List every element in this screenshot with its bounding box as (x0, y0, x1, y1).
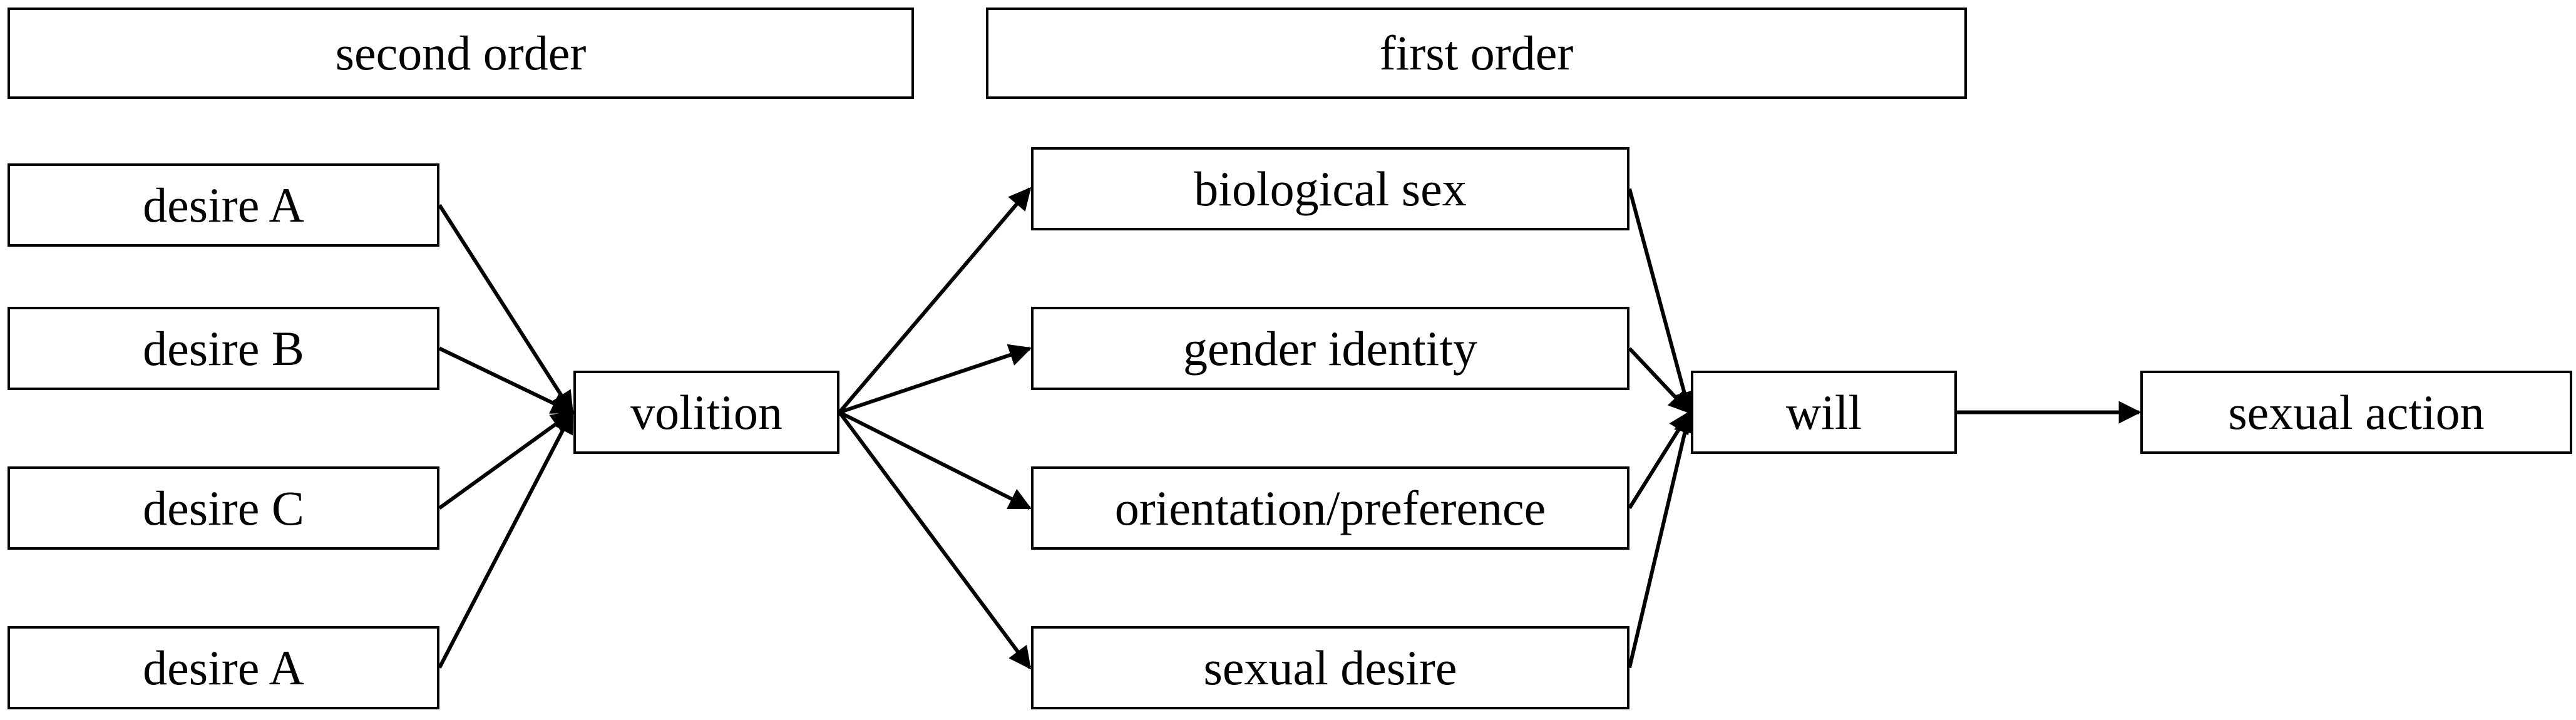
edge-desire_b-to-volition (438, 346, 575, 414)
edge-sexual_desire-to-will (1628, 409, 1696, 669)
first-order-header: first order (986, 8, 1967, 99)
edge-volition-to-biological_sex (838, 187, 1032, 414)
second-order-header: second order (8, 8, 914, 99)
edge-volition-to-gender_identity (839, 344, 1032, 414)
edge-biological_sex-to-will (1628, 188, 1695, 414)
desire-b-node: desire B (8, 307, 439, 390)
edge-gender_identity-to-will (1628, 347, 1691, 414)
desire-a-bottom-node: desire A (8, 626, 439, 709)
biological-sex-node: biological sex (1031, 147, 1629, 230)
edge-volition-to-sexual_desire (838, 411, 1032, 670)
edge-desire_a_top-to-volition (438, 203, 574, 414)
sexual-desire-node: sexual desire (1031, 626, 1629, 709)
edge-volition-to-orientation_preference (838, 410, 1032, 510)
desire-c-node: desire C (8, 466, 439, 550)
edge-desire_a_bottom-to-volition (438, 410, 574, 669)
edge-desire_c-to-volition (438, 411, 574, 510)
volition-node: volition (573, 371, 839, 454)
will-node: will (1691, 371, 1957, 454)
gender-identity-node: gender identity (1031, 307, 1629, 390)
sexual-action-node: sexual action (2140, 371, 2572, 454)
orientation-preference-node: orientation/preference (1031, 466, 1629, 550)
desire-a-top-node: desire A (8, 163, 439, 247)
edge-orientation_preference-to-will (1628, 410, 1691, 510)
